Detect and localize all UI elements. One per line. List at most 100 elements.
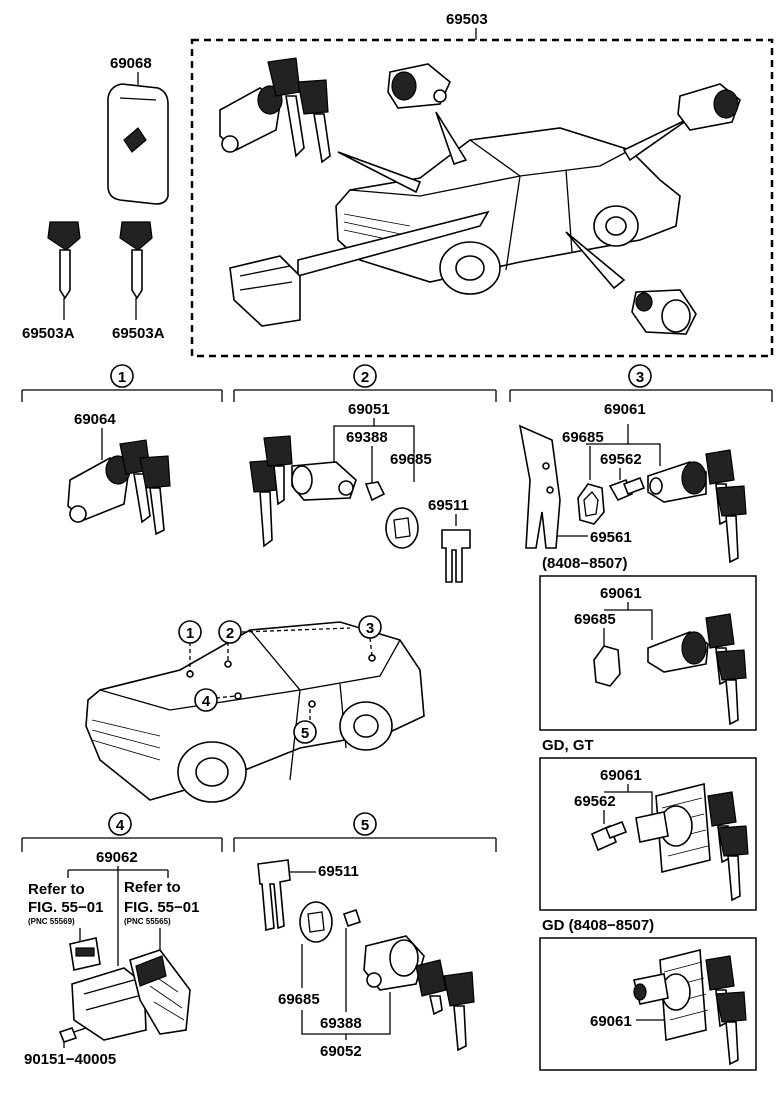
label-69388: 69388 — [320, 1015, 362, 1032]
arrow-icon — [297, 210, 490, 278]
key-icon — [119, 221, 153, 300]
callout-1 — [110, 364, 134, 388]
variant-label-a: (8408−8507) — [542, 555, 628, 572]
svg-text:5: 5 — [301, 725, 309, 742]
switch-icon — [69, 937, 101, 971]
main-assembly-frame — [190, 38, 774, 358]
key-icon — [267, 57, 331, 164]
label-69061: 69061 — [600, 585, 642, 602]
svg-text:1: 1 — [186, 625, 194, 642]
door-lock-cylinder-icon — [363, 935, 425, 991]
hood-lock-icon — [229, 255, 301, 327]
bracket-icon — [518, 424, 561, 549]
arrow-icon — [337, 151, 422, 194]
key-icon — [47, 221, 81, 300]
callout-3 — [628, 364, 652, 388]
group2-header: 2 — [233, 364, 497, 402]
ref-left-line3: (PNC 55569) — [28, 917, 75, 926]
arrow-icon — [622, 117, 691, 162]
label-69503A-left: 69503A — [22, 325, 75, 342]
variant-box-b — [539, 757, 757, 911]
clip-icon — [364, 481, 386, 502]
ref-left-line2: FIG. 55−01 — [28, 899, 103, 916]
lid-lock-cylinder-icon — [647, 461, 707, 503]
label-69061: 69061 — [600, 767, 642, 784]
svg-text:2: 2 — [361, 369, 369, 386]
key-icon — [415, 959, 475, 1052]
label-69068: 69068 — [110, 55, 152, 72]
gasket-icon — [299, 901, 333, 943]
callout-2: 2 — [218, 620, 242, 644]
gasket-icon — [577, 483, 605, 525]
label-69503A-right: 69503A — [112, 325, 165, 342]
trunk-lock-icon — [387, 63, 451, 109]
arrow-icon — [435, 111, 468, 166]
lid-lock-cylinder-icon — [647, 631, 709, 673]
label-69685: 69685 — [390, 451, 432, 468]
lid-lock-icon — [677, 83, 741, 131]
label-69562: 69562 — [574, 793, 616, 810]
lid-lock-bezel-icon — [633, 948, 709, 1042]
key-icon — [705, 449, 747, 564]
callout-4: 4 — [194, 688, 218, 712]
retainer-icon — [257, 859, 291, 932]
screw-icon — [608, 476, 646, 502]
label-90151-40005: 90151−40005 — [24, 1051, 116, 1068]
arrow-icon — [565, 231, 626, 290]
car-illustration-center — [85, 621, 425, 803]
callout-4 — [108, 812, 132, 836]
callout-3: 3 — [358, 615, 382, 639]
label-69562: 69562 — [600, 451, 642, 468]
ref-left-line1: Refer to — [28, 881, 85, 898]
svg-text:2: 2 — [226, 625, 234, 642]
callout-1: 1 — [178, 620, 202, 644]
door-lock-icon — [631, 289, 697, 335]
door-lock-cylinder-icon — [291, 461, 357, 501]
svg-text:3: 3 — [366, 620, 374, 637]
key-icon — [705, 613, 747, 726]
key-icon — [707, 791, 749, 902]
label-69685: 69685 — [574, 611, 616, 628]
svg-text:5: 5 — [361, 817, 369, 834]
label-69511: 69511 — [318, 863, 359, 880]
ignition-lock-icon — [67, 455, 131, 523]
label-69388: 69388 — [346, 429, 388, 446]
clip-icon — [342, 908, 362, 928]
label-69064: 69064 — [74, 411, 116, 428]
variant-label-b: GD, GT — [542, 737, 594, 754]
callout-5 — [353, 812, 377, 836]
ref-right-line1: Refer to — [124, 879, 181, 896]
hood-lock-assembly-icon — [71, 949, 191, 1041]
key-case-icon — [107, 83, 169, 205]
gasket-icon — [385, 507, 419, 549]
label-69685: 69685 — [278, 991, 320, 1008]
label-69511: 69511 — [428, 497, 469, 514]
key-icon — [705, 955, 747, 1066]
group5-header: 5 — [233, 812, 497, 852]
lid-lock-bezel-icon — [635, 782, 711, 874]
ref-right-line3: (PNC 55565) — [124, 917, 171, 926]
retainer-icon — [441, 529, 471, 583]
key-icon — [119, 439, 171, 536]
gasket-icon — [593, 645, 621, 687]
label-69052: 69052 — [320, 1043, 362, 1060]
screw-icon — [590, 820, 628, 852]
ignition-lock-icon — [219, 85, 283, 153]
variant-label-c: GD (8408−8507) — [542, 917, 654, 934]
variant-box-a — [539, 575, 757, 731]
callout-2 — [353, 364, 377, 388]
label-69062: 69062 — [96, 849, 138, 866]
key-icon — [249, 435, 293, 548]
label-69685: 69685 — [562, 429, 604, 446]
svg-text:3: 3 — [636, 369, 644, 386]
svg-text:1: 1 — [118, 369, 126, 386]
variant-box-c — [539, 937, 757, 1071]
bolt-icon — [58, 1027, 87, 1043]
car-illustration-top — [335, 127, 681, 295]
group1-header: 1 — [21, 364, 223, 402]
label-69061: 69061 — [604, 401, 646, 418]
label-69503: 69503 — [446, 11, 488, 28]
svg-text:4: 4 — [116, 817, 125, 834]
label-69561: 69561 — [590, 529, 632, 546]
